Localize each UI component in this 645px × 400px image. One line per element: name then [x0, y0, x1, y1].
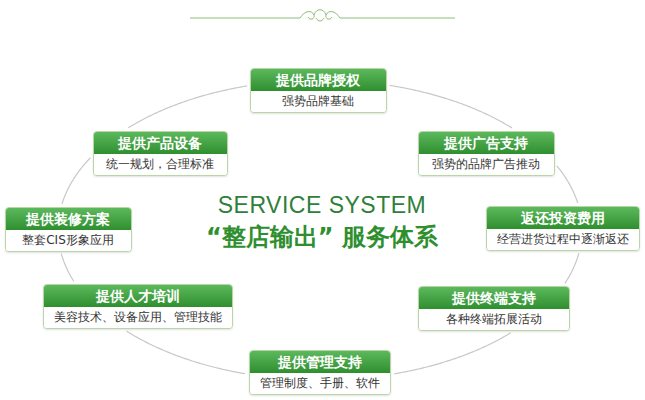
ring-connector: [565, 253, 579, 283]
service-box: 提供装修方案整套CIS形象应用: [5, 207, 132, 252]
diagram-title: “整店输出” 服务体系: [206, 221, 438, 253]
box-body: 美容技术、设备应用、管理技能: [44, 307, 232, 328]
box-body: 统一规划，合理标准: [94, 154, 227, 175]
ornament-line: [190, 18, 300, 19]
ring-connector: [62, 158, 90, 204]
ring-connector: [128, 86, 247, 128]
box-body: 管理制度、手册、软件: [250, 373, 390, 394]
ring-connector: [390, 85, 512, 128]
service-box: 返还投资费用经营进货过程中逐渐返还: [486, 206, 640, 251]
service-box: 提供人才培训美容技术、设备应用、管理技能: [43, 284, 233, 329]
english-subtitle: SERVICE SYSTEM: [206, 192, 438, 219]
ring-connector: [61, 254, 74, 282]
box-body: 强势的品牌广告推动: [419, 154, 554, 175]
service-box: 提供管理支持管理制度、手册、软件: [249, 350, 391, 395]
ring-connector: [394, 333, 511, 374]
title-block: SERVICE SYSTEM“整店输出” 服务体系: [206, 192, 438, 253]
box-body: 经营进货过程中逐渐返还: [487, 229, 639, 250]
box-heading: 提供管理支持: [250, 351, 390, 373]
ring-connector: [127, 331, 246, 374]
box-heading: 提供装修方案: [6, 208, 131, 230]
service-box: 提供品牌授权强势品牌基础: [250, 68, 387, 113]
box-heading: 提供人才培训: [44, 285, 232, 307]
box-body: 各种终端拓展活动: [419, 309, 569, 330]
box-heading: 提供终端支持: [419, 287, 569, 309]
ornament-swirl: [300, 10, 340, 21]
box-heading: 提供广告支持: [419, 132, 554, 154]
service-box: 提供广告支持强势的品牌广告推动: [418, 131, 555, 176]
box-heading: 返还投资费用: [487, 207, 639, 229]
service-box: 提供终端支持各种终端拓展活动: [418, 286, 570, 331]
box-heading: 提供产品设备: [94, 132, 227, 154]
box-body: 整套CIS形象应用: [6, 230, 131, 251]
box-heading: 提供品牌授权: [251, 69, 386, 91]
ornament-line: [340, 18, 455, 19]
box-body: 强势品牌基础: [251, 91, 386, 112]
service-box: 提供产品设备统一规划，合理标准: [93, 131, 228, 176]
ring-connector: [557, 166, 578, 203]
